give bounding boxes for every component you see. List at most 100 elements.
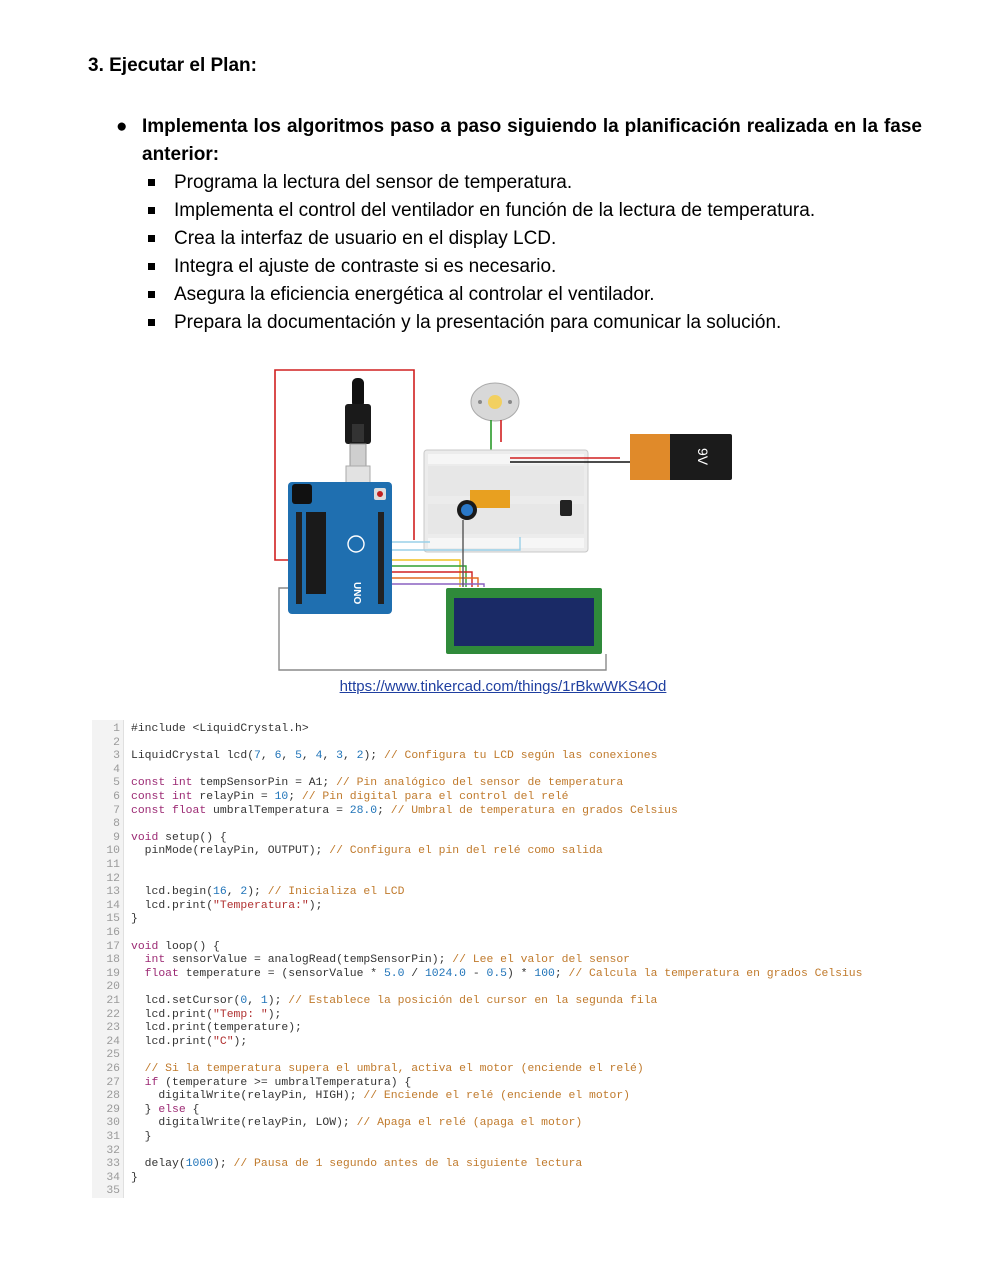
- signal-wires: [392, 457, 630, 587]
- code-token: delay(: [131, 1158, 186, 1171]
- code-token: lcd.begin(: [131, 886, 214, 899]
- line-number: 18: [106, 954, 120, 967]
- code-token: "Temperatura:": [213, 899, 309, 912]
- square-bullet-icon: [148, 291, 155, 298]
- code-token: void: [131, 940, 159, 953]
- code-line: 24 lcd.print("C");: [92, 1036, 247, 1050]
- code-token: }: [131, 913, 138, 926]
- line-number: 33: [106, 1158, 120, 1171]
- code-token: ,: [281, 750, 296, 763]
- code-token: ,: [301, 750, 316, 763]
- code-token: // Configura el pin del relé como salida: [329, 845, 603, 858]
- code-token: lcd.print(: [131, 899, 214, 912]
- line-number: 32: [106, 1144, 120, 1157]
- code-token: );: [247, 886, 268, 899]
- sub-bullet-item: Crea la interfaz de usuario en el displa…: [148, 225, 922, 253]
- line-number: 24: [106, 1035, 120, 1048]
- tinkercad-link[interactable]: https://www.tinkercad.com/things/1rBkwWK…: [339, 678, 667, 695]
- code-token: int: [131, 954, 166, 967]
- code-line: 21 lcd.setCursor(0, 1); // Establece la …: [92, 995, 657, 1009]
- code-token: lcd.setCursor(: [131, 995, 241, 1007]
- code-token: // Pin digital para el control del relé: [301, 791, 569, 803]
- arduino-board: UNO: [288, 482, 392, 614]
- line-number: 10: [106, 845, 120, 858]
- sub-bullet-item: Programa la lectura del sensor de temper…: [148, 169, 922, 197]
- code-token: );: [267, 995, 289, 1007]
- sub-bullet-item: Prepara la documentación y la presentaci…: [148, 309, 922, 337]
- code-token: 5.0: [383, 967, 405, 980]
- code-line: 26 // Si la temperatura supera el umbral…: [92, 1063, 644, 1077]
- code-token: lcd.print(: [131, 1035, 214, 1048]
- code-token: ,: [342, 750, 357, 763]
- circuit-diagram: UNO 9V: [274, 369, 732, 671]
- line-number: 6: [113, 791, 120, 803]
- code-token: {: [185, 1103, 200, 1116]
- square-bullet-icon: [148, 179, 155, 186]
- code-token: // Enciende el relé (enciende el motor): [363, 1090, 631, 1103]
- line-number: 1: [113, 723, 120, 735]
- code-line: 12: [92, 873, 131, 887]
- code-token: // Lee el valor del sensor: [452, 954, 631, 967]
- code-line: 25: [92, 1049, 131, 1063]
- code-token: 2: [240, 886, 248, 899]
- code-token: tempSensorPin = A1;: [192, 777, 337, 790]
- code-line: 27 if (temperature >= umbralTemperatura)…: [92, 1077, 411, 1091]
- battery-label: 9V: [695, 448, 711, 466]
- code-line: 32: [92, 1145, 131, 1159]
- code-token: 3: [336, 750, 343, 763]
- bullet-list: ● Implementa los algoritmos paso a paso …: [112, 113, 922, 337]
- line-number: 11: [106, 859, 120, 871]
- line-number: 34: [106, 1171, 120, 1184]
- line-number: 14: [106, 899, 120, 912]
- code-token: 28.0: [349, 804, 378, 817]
- code-token: loop() {: [158, 940, 220, 953]
- code-token: temperature = (sensorValue *: [178, 967, 384, 980]
- red-wire: [274, 369, 415, 561]
- code-token: 2: [356, 750, 364, 763]
- code-token: else: [158, 1103, 186, 1116]
- code-line: 29 } else {: [92, 1104, 199, 1118]
- line-number: 29: [106, 1103, 120, 1116]
- sub-bullet-item: Integra el ajuste de contraste si es nec…: [148, 253, 922, 281]
- code-line: 31 }: [92, 1131, 151, 1145]
- code-token: 4: [315, 750, 323, 763]
- line-number: 12: [106, 872, 120, 885]
- line-number: 23: [106, 1022, 120, 1035]
- code-token: void: [131, 831, 159, 844]
- line-number: 9: [113, 831, 120, 844]
- line-number: 26: [106, 1063, 120, 1075]
- section-heading: 3. Ejecutar el Plan:: [88, 55, 257, 76]
- battery-9v: 9V: [630, 434, 732, 480]
- line-number: 25: [106, 1049, 120, 1062]
- code-token: "C": [213, 1035, 234, 1048]
- code-token: /: [404, 967, 425, 980]
- code-line: 23 lcd.print(temperature);: [92, 1022, 302, 1036]
- code-token: // Apaga el relé (apaga el motor): [356, 1117, 583, 1130]
- code-token: #include <LiquidCrystal.h>: [131, 723, 309, 735]
- code-line: 18 int sensorValue = analogRead(tempSens…: [92, 954, 630, 968]
- line-number: 15: [106, 913, 120, 926]
- line-number: 22: [106, 1008, 120, 1021]
- code-token: 5: [295, 750, 302, 763]
- code-token: // Establece la posición del cursor en l…: [288, 995, 658, 1007]
- square-bullet-icon: [148, 263, 155, 270]
- code-token: // Inicializa el LCD: [267, 886, 405, 899]
- code-line: 33 delay(1000); // Pausa de 1 segundo an…: [92, 1158, 582, 1172]
- arduino-label: UNO: [351, 582, 362, 604]
- code-token: 6: [274, 750, 282, 763]
- code-token: 100: [534, 967, 555, 980]
- code-token: lcd.print(temperature);: [131, 1022, 302, 1035]
- line-number: 31: [106, 1131, 120, 1143]
- code-token: const int: [131, 791, 193, 803]
- code-token: ;: [288, 791, 302, 803]
- code-token: 7: [254, 750, 261, 763]
- code-token: 1: [260, 995, 268, 1007]
- square-bullet-icon: [148, 207, 155, 214]
- code-token: ;: [554, 967, 569, 980]
- code-line: 22 lcd.print("Temp: ");: [92, 1009, 281, 1023]
- code-token: digitalWrite(relayPin, LOW);: [131, 1117, 357, 1130]
- code-token: ,: [247, 995, 261, 1007]
- code-token: LiquidCrystal lcd(: [131, 750, 255, 763]
- code-token: // Si la temperatura supera el umbral, a…: [131, 1063, 644, 1075]
